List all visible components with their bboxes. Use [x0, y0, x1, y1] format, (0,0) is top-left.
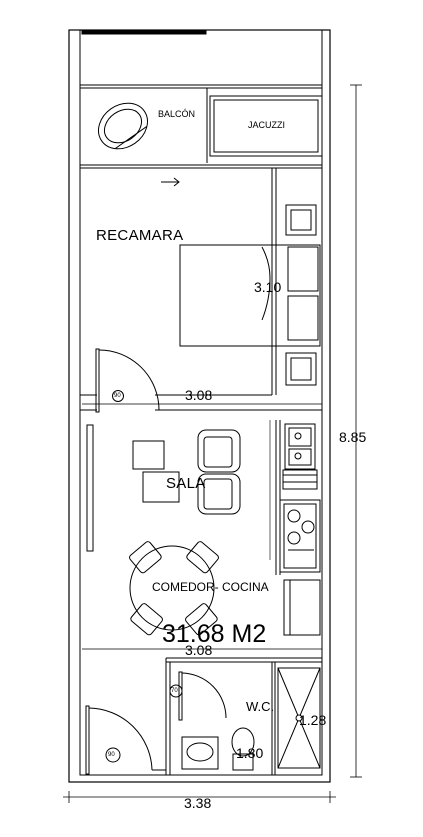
bathroom-walls — [165, 657, 322, 775]
door-number-bathroom: 70 — [171, 688, 178, 694]
label-balcon: BALCÓN — [158, 109, 196, 119]
dim-bedroom-width: 3.08 — [185, 387, 213, 403]
label-area: 31.68 M2 — [162, 620, 267, 648]
entry-arrow — [161, 177, 180, 187]
door-tag-bathroom — [169, 684, 183, 698]
jacuzzi-tub — [209, 95, 323, 157]
armchair-bottom — [197, 473, 241, 515]
door-number-entrance: 90 — [108, 752, 115, 758]
kitchen-counter — [275, 420, 323, 648]
label-jacuzzi: JACUZZI — [248, 120, 285, 130]
door-tag-bedroom — [112, 390, 124, 402]
nightstand-bottom — [285, 352, 317, 386]
door-number-bedroom: 90 — [114, 393, 121, 399]
bathroom-sink — [181, 736, 219, 770]
balcony-railing — [80, 30, 322, 89]
dim-total-width: 3.38 — [184, 795, 212, 811]
nightstand-top — [285, 204, 317, 236]
shower — [277, 667, 321, 769]
outer-walls — [68, 29, 331, 783]
armchair-top — [197, 429, 241, 473]
label-comedor-cocina: COMEDOR- COCINA — [152, 580, 269, 594]
dim-wc-depth: 1.28 — [299, 712, 327, 728]
balcony-armchair — [98, 102, 148, 150]
label-recamara: RECAMARA — [96, 227, 184, 244]
toilet — [231, 727, 255, 771]
dimension-height — [350, 84, 362, 778]
label-wc: W.C. — [246, 699, 275, 714]
door-tag-entrance — [105, 747, 121, 763]
wall-panel — [86, 424, 94, 552]
dim-total-height: 8.85 — [339, 429, 367, 445]
side-table — [132, 440, 165, 470]
dim-bed-width: 3.10 — [254, 279, 282, 295]
bed — [179, 244, 321, 347]
ottoman — [142, 471, 180, 503]
label-sala: SALA — [166, 475, 206, 492]
dim-living-width: 3.08 — [185, 642, 213, 658]
dining-set — [129, 541, 219, 636]
dim-wc-width: 1.80 — [236, 745, 264, 761]
dimension-width — [63, 791, 336, 803]
